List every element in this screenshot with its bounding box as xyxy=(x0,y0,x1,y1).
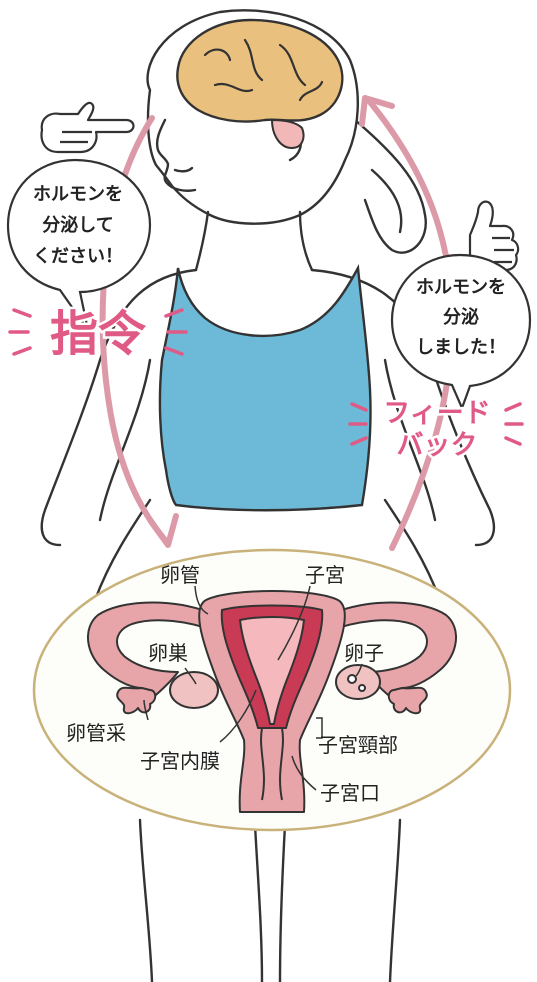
feedback-label-line-2: バック xyxy=(397,430,478,461)
label-uterus: 子宮 xyxy=(305,563,345,587)
feedback-bubble-line-3: しました！ xyxy=(416,337,506,358)
fimbriae-left xyxy=(117,688,155,714)
label-ovary: 卵巣 xyxy=(148,641,188,665)
label-egg: 卵子 xyxy=(344,641,384,665)
feedback-bubble-line-2: 分泌 xyxy=(443,306,479,328)
command-bubble-line-2: 分泌して xyxy=(42,214,113,236)
pointing-hand-icon xyxy=(42,103,134,152)
feedback-label-line-1: フィード xyxy=(383,398,490,429)
label-cervix: 子宮頸部 xyxy=(318,733,398,757)
label-fallopian-tube: 卵管 xyxy=(160,563,200,587)
feedback-emphasis: フィード バック xyxy=(350,398,522,461)
label-cervical-os: 子宮口 xyxy=(320,781,380,805)
feedback-bubble-line-1: ホルモンを xyxy=(416,277,506,298)
command-bubble-line-3: ください！ xyxy=(33,246,123,267)
label-endometrium: 子宮内膜 xyxy=(140,749,220,773)
command-emphasis: 指令 xyxy=(10,306,186,362)
command-bubble-line-1: ホルモンを xyxy=(33,184,123,205)
sports-top xyxy=(160,268,371,510)
ovary-left xyxy=(170,672,218,708)
ovary-right xyxy=(336,665,380,699)
fimbriae-right xyxy=(389,688,427,714)
label-fimbriae: 卵管采 xyxy=(66,721,126,745)
egg-cell xyxy=(348,675,356,683)
command-label: 指令 xyxy=(50,306,147,362)
feedback-speech-bubble: ホルモンを 分泌 しました！ xyxy=(392,255,530,408)
